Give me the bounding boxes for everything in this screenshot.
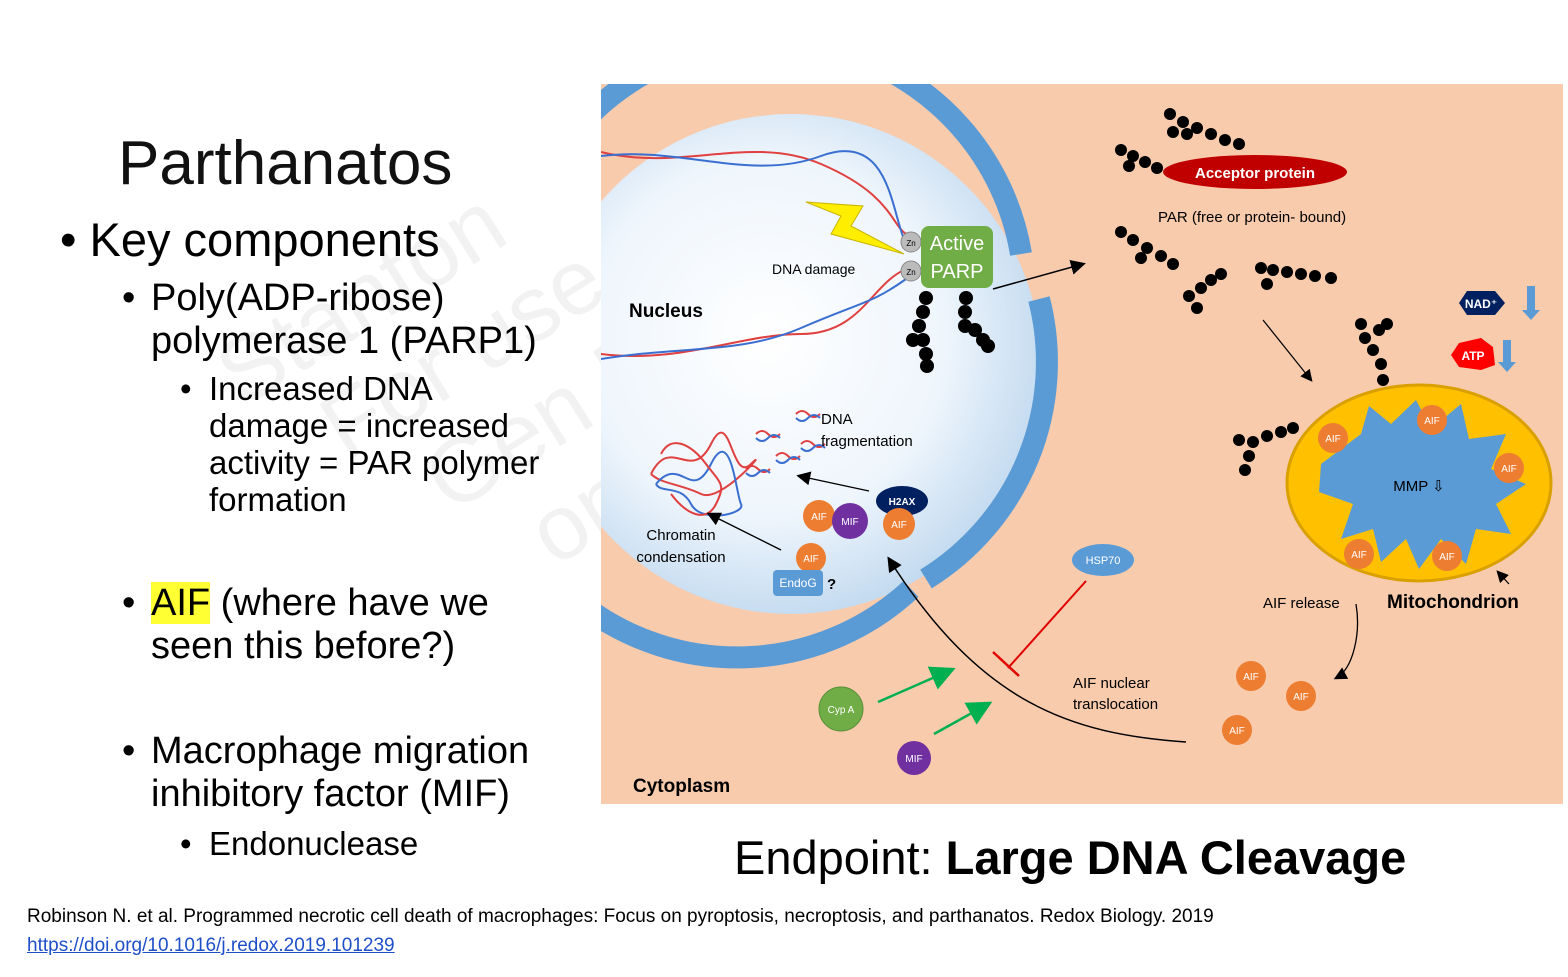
dna-helix bbox=[601, 150, 907, 360]
atp-badge bbox=[1451, 338, 1495, 370]
label-aif-nuclear-2: translocation bbox=[1073, 696, 1158, 713]
aif-nuc-2: AIF bbox=[891, 520, 907, 531]
label-mif-cyto: MIF bbox=[905, 754, 922, 765]
label-aif-release: AIF release bbox=[1263, 595, 1340, 612]
svg-text:AIF: AIF bbox=[1501, 464, 1517, 475]
label-mmp: MMP ⇩ bbox=[1393, 478, 1444, 495]
label-hsp70: HSP70 bbox=[1086, 555, 1121, 567]
citation: Robinson N. et al. Programmed necrotic c… bbox=[27, 906, 1214, 927]
parthanatos-diagram: DNA damage Nucleus Zn Zn Active PARP Acc… bbox=[601, 84, 1563, 804]
doi-link[interactable]: https://doi.org/10.1016/j.redox.2019.101… bbox=[27, 935, 395, 956]
bullet-parp1: • bbox=[122, 277, 136, 319]
bullet-aif-text: AIF (where have we seen this before?) bbox=[151, 582, 489, 667]
svg-text:AIF: AIF bbox=[1243, 672, 1259, 683]
aif-mito: AIF AIF AIF AIF AIF bbox=[1318, 405, 1524, 571]
label-par-free: PAR (free or protein- bound) bbox=[1158, 209, 1346, 226]
slide-title: Parthanatos bbox=[118, 129, 453, 198]
bullet-mif-sub: • bbox=[180, 825, 192, 862]
dna-fragments bbox=[745, 410, 826, 477]
par-free-chains bbox=[1115, 108, 1393, 476]
endpoint-text: Endpoint: Large DNA Cleavage bbox=[734, 831, 1407, 884]
atp-down-arrow-icon bbox=[1498, 340, 1516, 372]
lightning-bolt-icon bbox=[805, 201, 905, 255]
label-chromatin-1: Chromatin bbox=[646, 527, 715, 544]
label-dna-damage: DNA damage bbox=[772, 261, 855, 277]
nuclear-envelope-upper bbox=[601, 84, 1032, 256]
parp-label-line1: Active bbox=[930, 233, 984, 255]
svg-text:AIF: AIF bbox=[1424, 416, 1440, 427]
label-atp: ATP bbox=[1461, 349, 1484, 363]
label-acceptor-protein: Acceptor protein bbox=[1195, 165, 1315, 182]
zn-label-2: Zn bbox=[906, 268, 915, 277]
bullet-mif-text: Macrophage migration inhibitory factor (… bbox=[151, 730, 530, 815]
bullet-parp1-sub-text: Increased DNA damage = increased activit… bbox=[209, 370, 540, 518]
label-h2ax: H2AX bbox=[889, 497, 916, 508]
svg-text:AIF: AIF bbox=[1439, 552, 1455, 563]
label-mitochondrion: Mitochondrion bbox=[1387, 592, 1519, 613]
label-cyp-a: Cyp A bbox=[828, 705, 855, 716]
label-dna-frag-1: DNA bbox=[821, 411, 853, 428]
label-dna-frag-2: fragmentation bbox=[821, 433, 913, 450]
cyp-a bbox=[818, 686, 864, 732]
acceptor-protein bbox=[1163, 155, 1347, 189]
bullet-mif-sub-text: Endonuclease bbox=[209, 825, 419, 862]
mif-cytoplasm bbox=[897, 741, 931, 775]
nuclear-envelope-lower bbox=[920, 296, 1058, 589]
mif-nuc: MIF bbox=[841, 517, 858, 528]
aif-cytoplasm: AIF AIF AIF bbox=[1222, 661, 1316, 745]
par-chains-nucleus bbox=[906, 291, 995, 373]
endog bbox=[773, 570, 823, 596]
label-endog: EndoG bbox=[779, 576, 816, 590]
aif-nuc-3: AIF bbox=[803, 554, 819, 565]
hsp70 bbox=[1072, 544, 1134, 576]
aif-highlight: AIF bbox=[151, 582, 211, 624]
h2ax bbox=[876, 486, 928, 516]
label-nucleus: Nucleus bbox=[629, 301, 703, 322]
bullet-mif: • bbox=[122, 730, 136, 772]
bullet-key-components: • Key components bbox=[60, 213, 440, 266]
nuclear-envelope-bottom bbox=[601, 580, 919, 669]
svg-text:AIF: AIF bbox=[1325, 434, 1341, 445]
nad-down-arrow-icon bbox=[1522, 286, 1540, 320]
bullet-parp1-sub: • bbox=[180, 370, 192, 407]
bullet-parp1-text: Poly(ADP-ribose) polymerase 1 (PARP1) bbox=[151, 277, 537, 362]
svg-text:AIF: AIF bbox=[1229, 726, 1245, 737]
svg-text:AIF: AIF bbox=[1293, 692, 1309, 703]
label-nad: NAD⁺ bbox=[1465, 297, 1497, 311]
mitochondrion bbox=[1285, 383, 1553, 583]
nad-badge bbox=[1459, 291, 1505, 315]
active-parp bbox=[921, 226, 993, 288]
svg-text:AIF: AIF bbox=[1351, 550, 1367, 561]
label-aif-nuclear-1: AIF nuclear bbox=[1073, 675, 1150, 692]
label-question: ? bbox=[827, 576, 836, 593]
label-chromatin-2: condensation bbox=[636, 549, 725, 566]
condensed-chromatin bbox=[650, 431, 757, 517]
bullet-aif: • bbox=[122, 582, 136, 624]
parp-label-line2: PARP bbox=[931, 261, 984, 283]
label-cytoplasm: Cytoplasm bbox=[633, 776, 730, 797]
aif-nuc-1: AIF bbox=[811, 512, 827, 523]
zn-label-1: Zn bbox=[906, 239, 915, 248]
